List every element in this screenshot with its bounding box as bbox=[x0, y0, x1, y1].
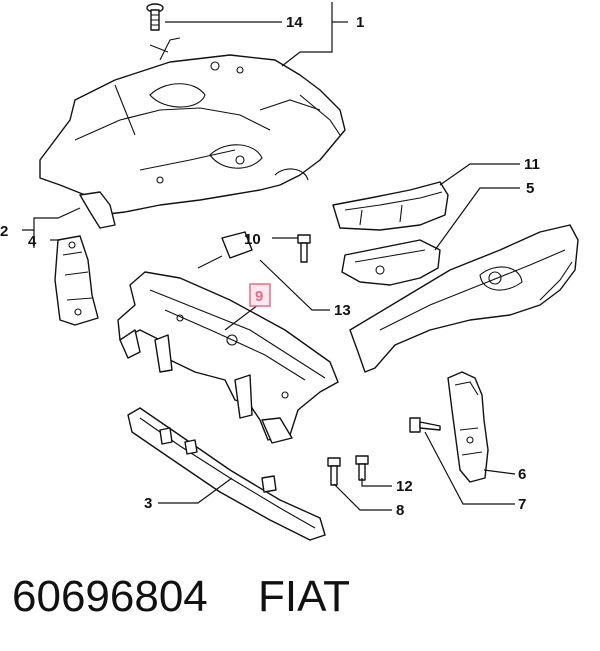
fastener-7 bbox=[409, 417, 441, 433]
callout-9: 9 bbox=[255, 288, 263, 305]
fastener-10 bbox=[297, 234, 311, 263]
callout-6: 6 bbox=[518, 466, 526, 483]
part-bolt-14 bbox=[146, 3, 164, 31]
fastener-12 bbox=[355, 455, 369, 481]
callout-12: 12 bbox=[396, 478, 413, 495]
part-crossmember-9 bbox=[117, 271, 339, 444]
part-bracket-4 bbox=[54, 235, 99, 326]
callout-13: 13 bbox=[334, 302, 351, 319]
callout-5: 5 bbox=[526, 180, 534, 197]
callout-7: 7 bbox=[518, 496, 526, 513]
callout-3: 3 bbox=[144, 495, 152, 512]
fastener-8 bbox=[327, 457, 341, 486]
part-bracket-6 bbox=[447, 371, 489, 483]
part-number: 60696804 bbox=[12, 572, 208, 621]
callout-2: 2 bbox=[0, 223, 8, 240]
callout-14: 14 bbox=[286, 14, 303, 31]
callout-10: 10 bbox=[244, 231, 261, 248]
brand-name: FIAT bbox=[258, 572, 351, 621]
callout-4: 4 bbox=[28, 233, 37, 250]
part-support-5 bbox=[341, 239, 441, 286]
part-side-frame bbox=[349, 224, 579, 373]
callout-9-highlight-box bbox=[249, 283, 271, 307]
callout-1: 1 bbox=[356, 14, 364, 31]
clip-13 bbox=[197, 231, 253, 269]
part-front-frame bbox=[39, 37, 346, 229]
exploded-parts-diagram: 14 1 2 4 10 11 5 13 9 6 7 12 8 3 bbox=[0, 2, 579, 541]
callout-8: 8 bbox=[396, 502, 404, 519]
part-bracket-11 bbox=[332, 181, 449, 231]
part-lower-beam-3 bbox=[127, 407, 326, 541]
footer-caption: 60696804 FIAT bbox=[12, 572, 588, 632]
callout-11: 11 bbox=[524, 156, 540, 173]
leader-lines bbox=[22, 2, 520, 511]
